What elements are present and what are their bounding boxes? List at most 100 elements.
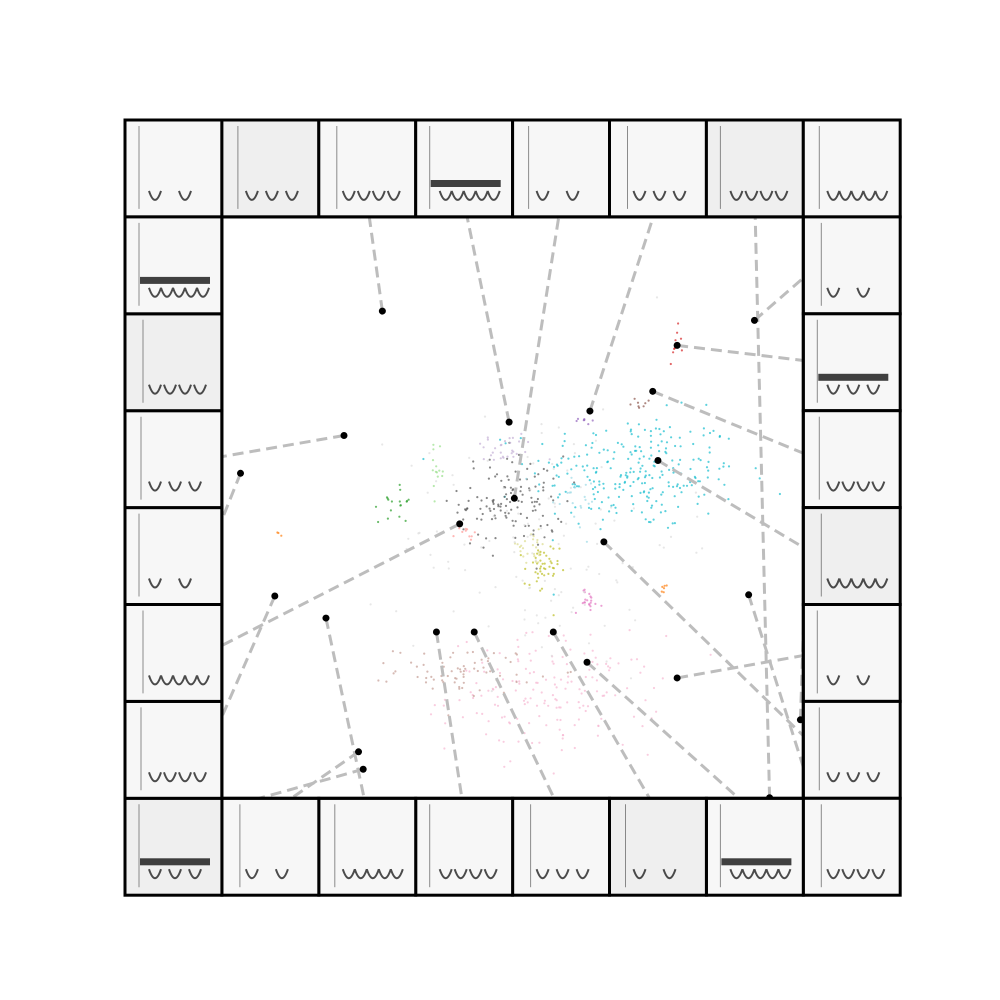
scatter-point xyxy=(637,461,640,464)
panel-background xyxy=(125,798,222,896)
highlighted-point xyxy=(673,674,681,682)
scatter-point xyxy=(663,584,666,587)
scatter-point xyxy=(536,497,540,501)
scatter-point xyxy=(592,493,595,496)
scatter-point xyxy=(570,611,573,614)
scatter-point xyxy=(639,491,642,494)
scatter-point xyxy=(469,486,472,490)
highlighted-point xyxy=(456,520,464,528)
scatter-point xyxy=(529,534,532,537)
scatter-point xyxy=(662,546,665,549)
scatter-point xyxy=(502,740,505,743)
scatter-point xyxy=(642,405,645,408)
scatter-point xyxy=(619,475,622,478)
scatter-point xyxy=(636,478,639,481)
scatter-point xyxy=(560,461,563,464)
scatter-point xyxy=(629,471,632,474)
scatter-point xyxy=(586,453,589,456)
scatter-point xyxy=(512,536,515,539)
scatter-point xyxy=(515,673,518,676)
scatter-point xyxy=(516,658,520,661)
scatter-point xyxy=(543,579,547,583)
scatter-point xyxy=(462,673,465,676)
scatter-point xyxy=(584,675,587,679)
scatter-point xyxy=(487,720,490,723)
scatter-point xyxy=(461,686,464,690)
scatter-point xyxy=(499,451,502,454)
scatter-point xyxy=(647,520,651,524)
scatter-point xyxy=(488,539,491,543)
scatter-point xyxy=(660,493,663,496)
scatter-point xyxy=(659,433,662,436)
scatter-point xyxy=(509,441,512,444)
scatter-point xyxy=(575,485,579,488)
scatter-point xyxy=(461,530,464,534)
scatter-point xyxy=(582,419,585,422)
scatter-point xyxy=(516,543,519,546)
scatter-point xyxy=(629,430,632,433)
scatter-point xyxy=(480,546,483,549)
scatter-point xyxy=(542,551,546,554)
highlighted-point xyxy=(322,614,330,622)
scatter-point xyxy=(615,511,618,515)
scatter-point xyxy=(465,669,468,672)
scatter-point xyxy=(564,687,567,690)
highlighted-point xyxy=(378,307,386,315)
scatter-point xyxy=(533,505,536,508)
scatter-point xyxy=(450,670,453,673)
scatter-point xyxy=(399,651,402,654)
syllable-trace xyxy=(826,481,886,492)
scatter-point xyxy=(596,663,599,666)
scatter-point xyxy=(505,493,508,496)
scatter-point xyxy=(632,507,636,510)
scatter-point xyxy=(529,488,532,491)
cluster-5 xyxy=(519,545,565,617)
cluster-14 xyxy=(660,584,668,594)
leader-line xyxy=(206,522,461,655)
scatter-point xyxy=(392,672,395,675)
scatter-point xyxy=(462,675,465,679)
scatter-point xyxy=(600,717,603,720)
scatter-point xyxy=(577,522,580,525)
scatter-point xyxy=(538,503,541,506)
scatter-point xyxy=(598,483,601,486)
highlighted-point xyxy=(600,538,608,546)
scatter-point xyxy=(433,500,436,503)
scatter-point xyxy=(667,481,670,484)
scatter-point xyxy=(535,500,539,503)
scatter-point xyxy=(438,445,442,448)
scatter-point xyxy=(482,458,485,461)
scatter-point xyxy=(665,584,668,587)
scatter-point xyxy=(616,581,619,584)
scatter-point xyxy=(453,681,456,684)
scatter-point xyxy=(634,445,637,448)
scatter-point xyxy=(464,508,467,511)
scatter-point xyxy=(572,606,575,609)
syllable-trace xyxy=(826,190,889,201)
scatter-point xyxy=(462,665,465,668)
scatter-point xyxy=(535,580,538,583)
scatter-point xyxy=(525,477,528,480)
panel-background xyxy=(125,120,222,217)
scatter-point xyxy=(494,686,497,689)
scatter-point xyxy=(647,491,651,494)
panel-background xyxy=(803,507,901,605)
scatter-point xyxy=(578,455,581,458)
spectrogram-panel xyxy=(123,796,224,897)
scatter-point xyxy=(553,484,556,487)
scatter-point xyxy=(562,569,565,572)
scatter-point xyxy=(637,423,641,426)
scatter-point xyxy=(570,468,573,471)
scatter-point xyxy=(538,483,541,486)
scatter-point xyxy=(630,658,633,661)
scatter-point xyxy=(523,703,526,706)
scatter-point xyxy=(552,467,555,470)
scatter-point xyxy=(464,667,467,670)
scatter-point xyxy=(539,559,542,562)
scatter-point xyxy=(571,483,574,486)
scatter-point xyxy=(603,624,606,627)
scatter-point xyxy=(640,511,644,514)
scatter-point xyxy=(452,651,455,654)
panel-background xyxy=(318,120,416,217)
scatter-point xyxy=(650,506,653,509)
